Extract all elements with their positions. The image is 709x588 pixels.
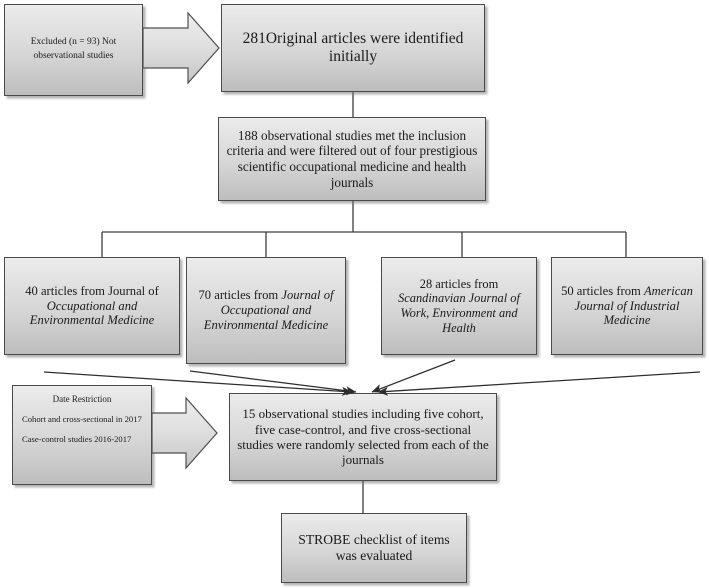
strobe-checklist-box: STROBE checklist of items was evaluated <box>281 513 467 583</box>
selected-studies-box: 15 observational studies including five … <box>229 393 497 481</box>
met-criteria-label: 188 observational studies met the inclus… <box>226 127 478 190</box>
journal-box-4: 50 articles from American Journal of Ind… <box>551 257 703 355</box>
journal-2-plain: 70 articles from <box>198 288 282 303</box>
block-arrow-date-to-selected <box>151 396 218 470</box>
date-restriction-box: Date Restriction Cohort and cross-sectio… <box>12 385 152 485</box>
journal-box-3: 28 articles from Scandinavian Journal of… <box>381 257 537 355</box>
excluded-box: Excluded (n = 93) Not observational stud… <box>4 4 143 96</box>
journal-3-label: 28 articles from Scandinavian Journal of… <box>388 277 530 336</box>
journal-4-plain: 50 articles from <box>561 283 644 298</box>
date-restriction-title: Date Restriction <box>52 394 112 404</box>
identified-articles-box: 281Original articles were identified ini… <box>221 4 485 92</box>
met-criteria-box: 188 observational studies met the inclus… <box>218 117 486 201</box>
block-arrow-excluded-to-identified <box>142 11 220 85</box>
date-restriction-line-2: Case-control studies 2016-2017 <box>22 433 132 444</box>
journal-2-label: 70 articles from Journal of Occupational… <box>193 288 339 333</box>
journal-box-1: 40 articles from Journal of Occupational… <box>4 257 180 355</box>
journal-3-plain: 28 articles from <box>419 276 499 291</box>
arrow-journal-1-to-selected <box>43 371 353 396</box>
journal-4-label: 50 articles from American Journal of Ind… <box>558 284 696 329</box>
journal-3-italic: Scandinavian Journal of Work, Environmen… <box>398 291 520 335</box>
excluded-label: Excluded (n = 93) Not observational stud… <box>30 37 117 61</box>
journal-box-2: 70 articles from Journal of Occupational… <box>186 257 346 364</box>
strobe-label: STROBE checklist of items was evaluated <box>298 531 450 563</box>
date-restriction-line-1: Cohort and cross-sectional in 2017 <box>22 414 142 425</box>
journal-2-italic: Journal of Occupational and Environmenta… <box>203 288 334 332</box>
arrow-journal-4-to-selected <box>377 371 701 396</box>
journal-4-italic: American Journal of Industrial Medicine <box>574 283 693 328</box>
arrow-journal-3-to-selected <box>371 359 456 393</box>
selected-studies-label: 15 observational studies including five … <box>237 406 489 468</box>
journal-1-italic: Occupational and Environmental Medicine <box>29 298 155 328</box>
arrow-journal-2-to-selected <box>189 370 357 396</box>
journal-1-label: 40 articles from Journal of Occupational… <box>11 284 173 329</box>
journal-1-plain: 40 articles from Journal of <box>25 283 159 298</box>
identified-label: 281Original articles were identified ini… <box>242 29 464 65</box>
